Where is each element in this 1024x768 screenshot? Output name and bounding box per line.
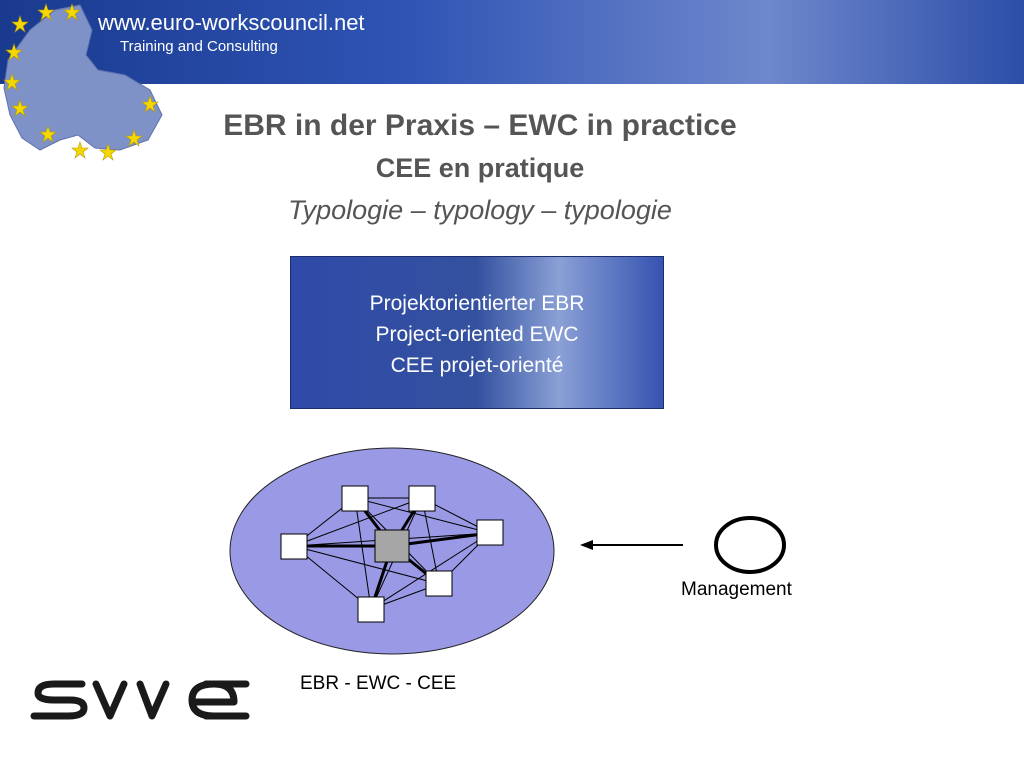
member-node <box>280 533 308 560</box>
site-tagline: Training and Consulting <box>120 38 278 55</box>
member-node <box>357 596 385 623</box>
management-label: Management <box>681 579 792 600</box>
site-url[interactable]: www.euro-workscouncil.net <box>98 10 365 35</box>
project-box-line-3: CEE projet-orienté <box>390 354 564 377</box>
hub-node <box>374 529 410 563</box>
eu-stars <box>3 3 159 161</box>
ellipse-label: EBR - EWC - CEE <box>300 673 457 694</box>
member-node <box>341 485 369 512</box>
title-line-1: EBR in der Praxis – EWC in practice <box>223 109 737 142</box>
member-node <box>476 519 504 546</box>
slide-title: EBR in der Praxis – EWC in practice CEE … <box>0 104 960 232</box>
member-node <box>425 570 453 597</box>
title-line-3: Typologie – typology – typologie <box>288 195 672 225</box>
europe-map-icon <box>3 3 163 161</box>
title-line-2: CEE en pratique <box>375 153 585 183</box>
arrow-head <box>580 540 593 550</box>
project-oriented-box: Projektorientierter EBR Project-oriented… <box>290 256 664 409</box>
member-node <box>408 485 436 512</box>
project-box-line-1: Projektorientierter EBR <box>369 292 585 315</box>
project-box-line-2: Project-oriented EWC <box>375 323 579 346</box>
header-banner: www.euro-workscouncil.net Training and C… <box>0 0 1024 84</box>
suez-logo <box>30 680 250 720</box>
management-circle <box>714 516 786 574</box>
